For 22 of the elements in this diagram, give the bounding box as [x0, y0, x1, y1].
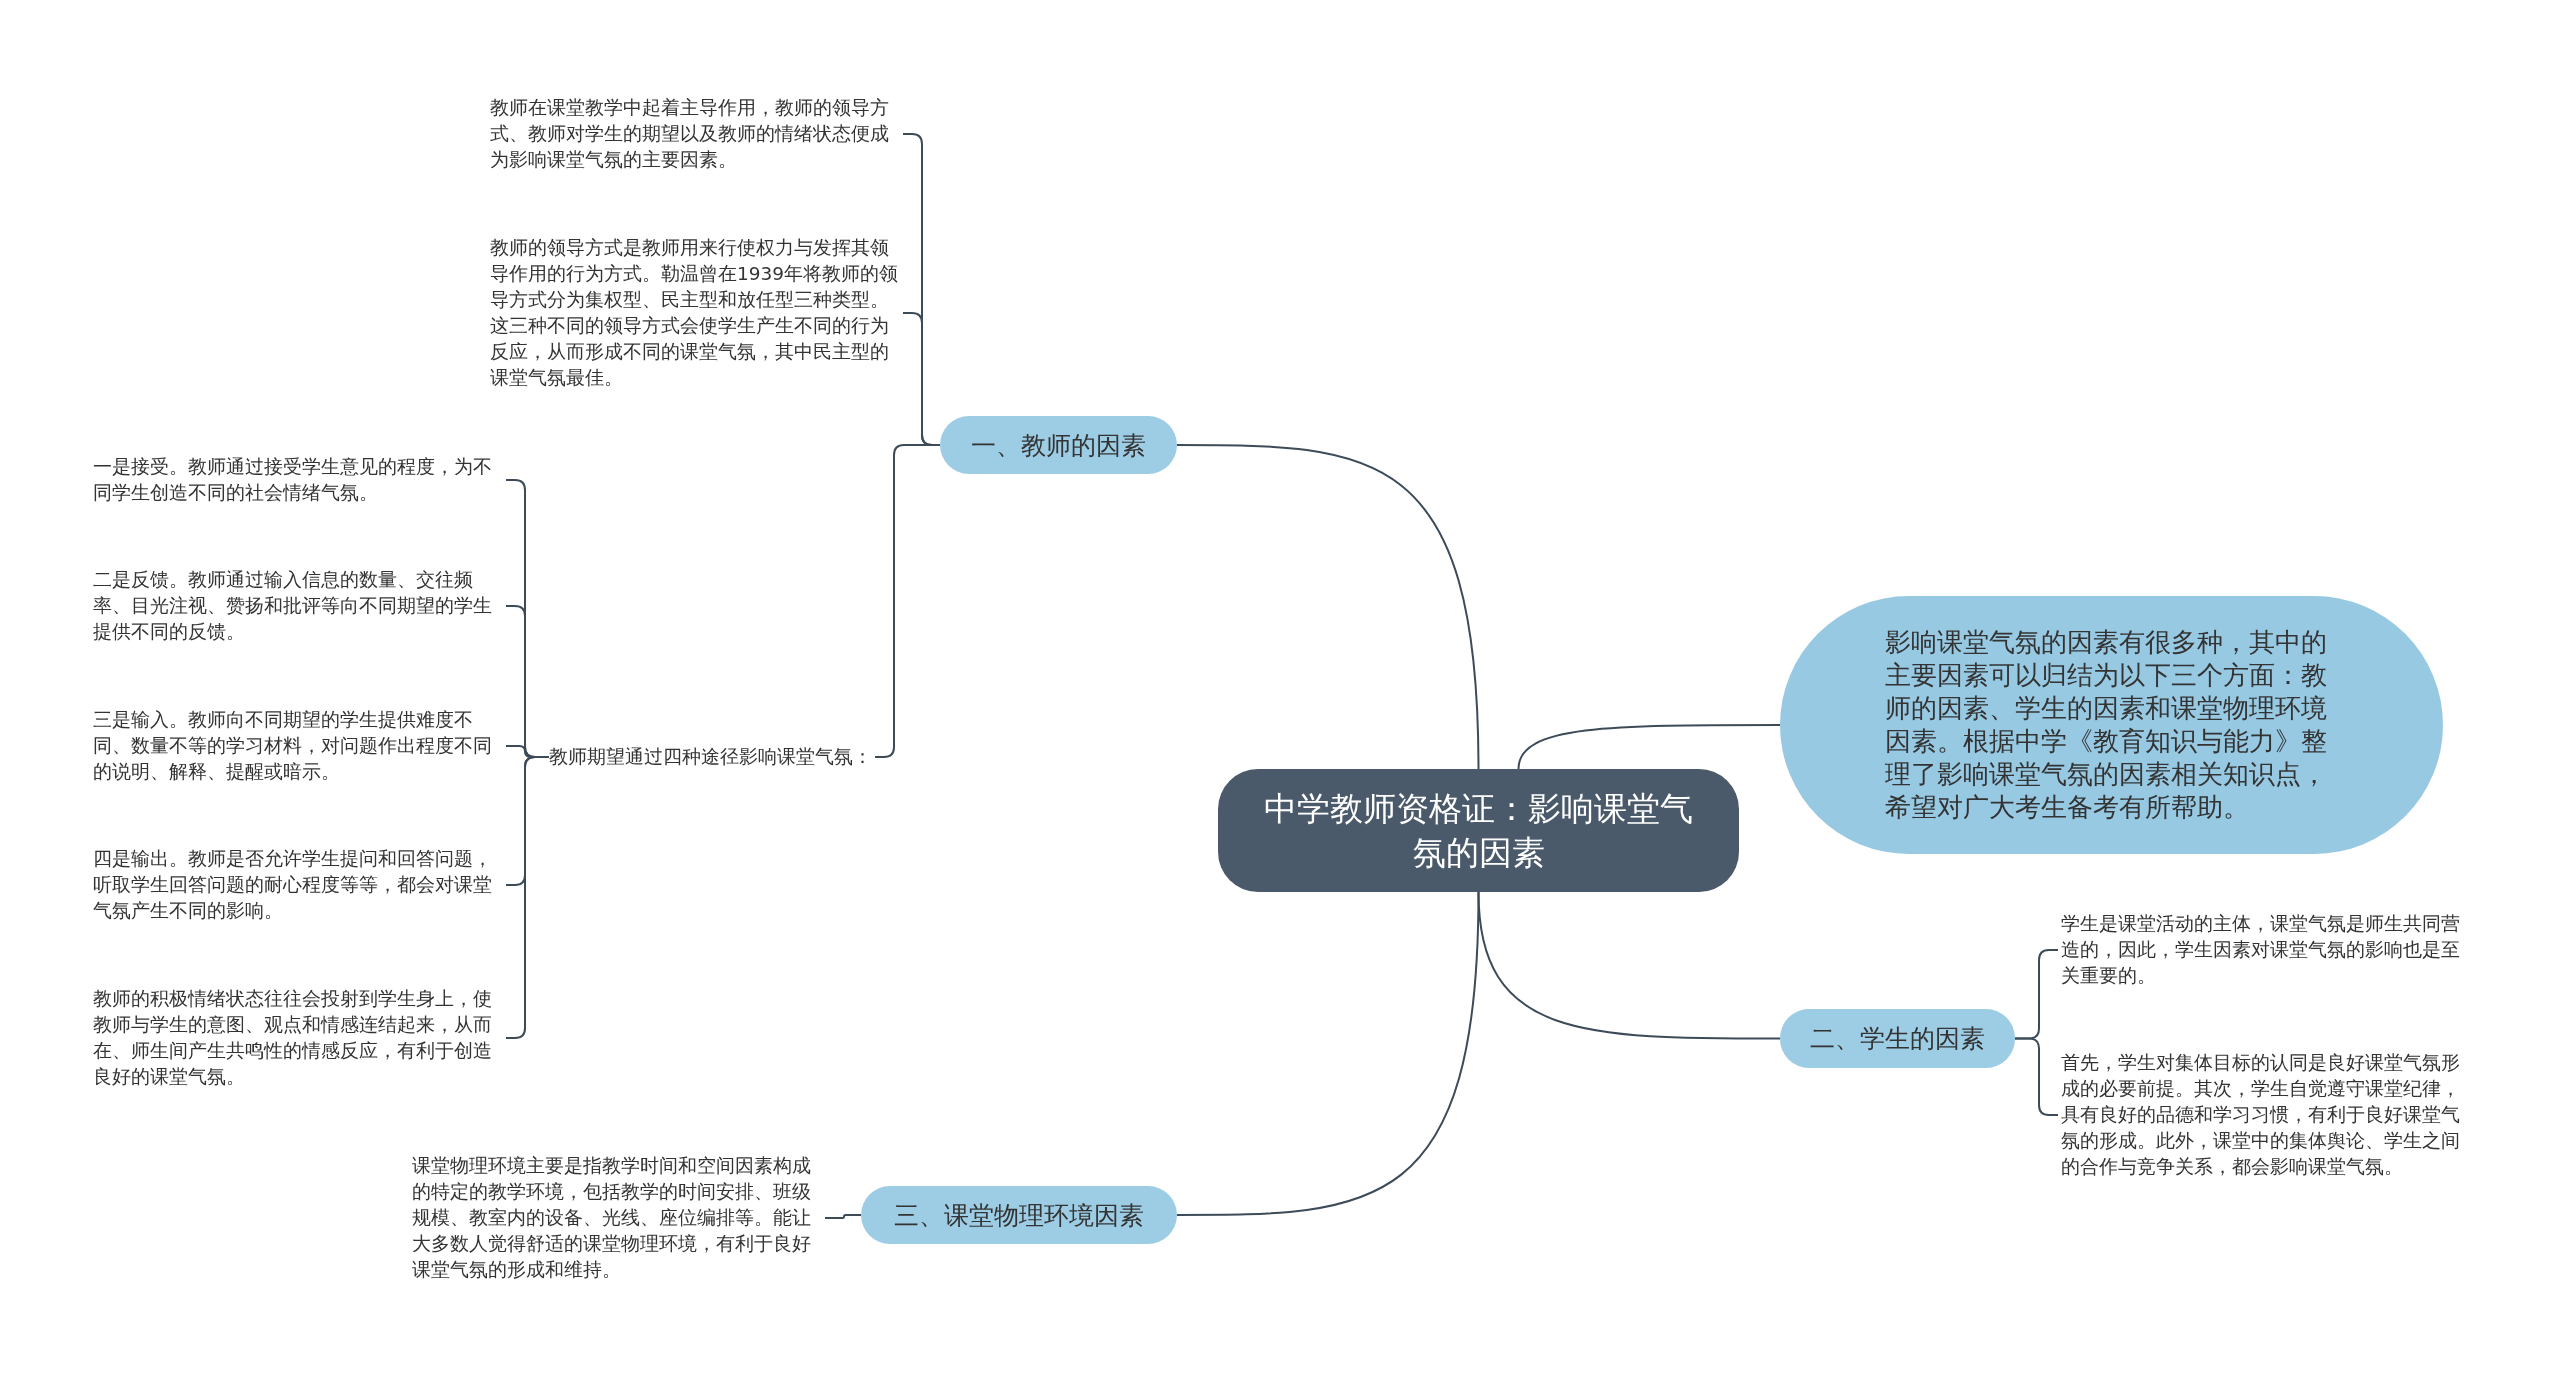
note-text: 首先，学生对集体目标的认同是良好课堂气氛形成的必要前提。其次，学生自觉遵守课堂纪律，具有良好的品德和学习习惯，有利于良好课堂气氛的形成。此外，课堂中的集体舆论、学生之间的合作与竞争关系，都会影响课堂气氛。 — [2061, 1050, 2471, 1180]
note-text: 教师的领导方式是教师用来行使权力与发挥其领导作用的行为方式。勒温曾在1939年将教师的领导方式分为集权型、民主型和放任型三种类型。这三种不同的领导方式会使学生产生不同的行为反应，从而形成不同的课堂气氛，其中民主型的课堂气氛最佳。 — [490, 235, 900, 391]
note-text: 教师的积极情绪状态往往会投射到学生身上，使教师与学生的意图、观点和情感连结起来，从而在、师生间产生共鸣性的情感反应，有利于创造良好的课堂气氛。 — [93, 986, 503, 1090]
note-text: 课堂物理环境主要是指教学时间和空间因素构成的特定的教学环境，包括教学的时间安排、班级规模、教室内的设备、光线、座位编排等。能让大多数人觉得舒适的课堂物理环境，有利于良好课堂气氛的形成和维持。 — [412, 1153, 822, 1283]
note-text: 二是反馈。教师通过输入信息的数量、交往频率、目光注视、赞扬和批评等向不同期望的学生提供不同的反馈。 — [93, 567, 503, 645]
branch-topic: 二、学生的因素 — [1780, 1009, 2015, 1068]
branch-topic: 三、课堂物理环境因素 — [861, 1186, 1177, 1244]
connector-line — [1176, 891, 1480, 1216]
connector-line — [874, 444, 941, 758]
connector-line — [1477, 891, 1781, 1040]
note-text: 教师在课堂教学中起着主导作用，教师的领导方式、教师对学生的期望以及教师的情绪状态便成为影响课堂气氛的主要因素。 — [490, 95, 900, 173]
central-topic: 中学教师资格证：影响课堂气氛的因素 — [1218, 769, 1739, 892]
connector-line — [1517, 724, 1781, 770]
note-text: 四是输出。教师是否允许学生提问和回答问题，听取学生回答问题的耐心程度等等，都会对课堂气氛产生不同的影响。 — [93, 846, 503, 924]
branch-topic: 一、教师的因素 — [940, 416, 1177, 474]
summary-bubble: 影响课堂气氛的因素有很多种，其中的主要因素可以归结为以下三个方面：教师的因素、学生的因素和课堂物理环境因素。根据中学《教育知识与能力》整理了影响课堂气氛的因素相关知识点，希望对广大考生备考有所帮助。 — [1780, 596, 2443, 854]
note-text: 一是接受。教师通过接受学生意见的程度，为不同学生创造不同的社会情绪气氛。 — [93, 454, 503, 506]
note-text: 教师期望通过四种途径影响课堂气氛： — [549, 744, 872, 770]
connector-line — [1176, 444, 1480, 770]
note-text: 三是输入。教师向不同期望的学生提供难度不同、数量不等的学习材料，对问题作出程度不同的说明、解释、提醒或暗示。 — [93, 707, 503, 785]
note-text: 学生是课堂活动的主体，课堂气氛是师生共同营造的，因此，学生因素对课堂气氛的影响也是至关重要的。 — [2061, 911, 2471, 989]
connector-line — [824, 1214, 862, 1219]
